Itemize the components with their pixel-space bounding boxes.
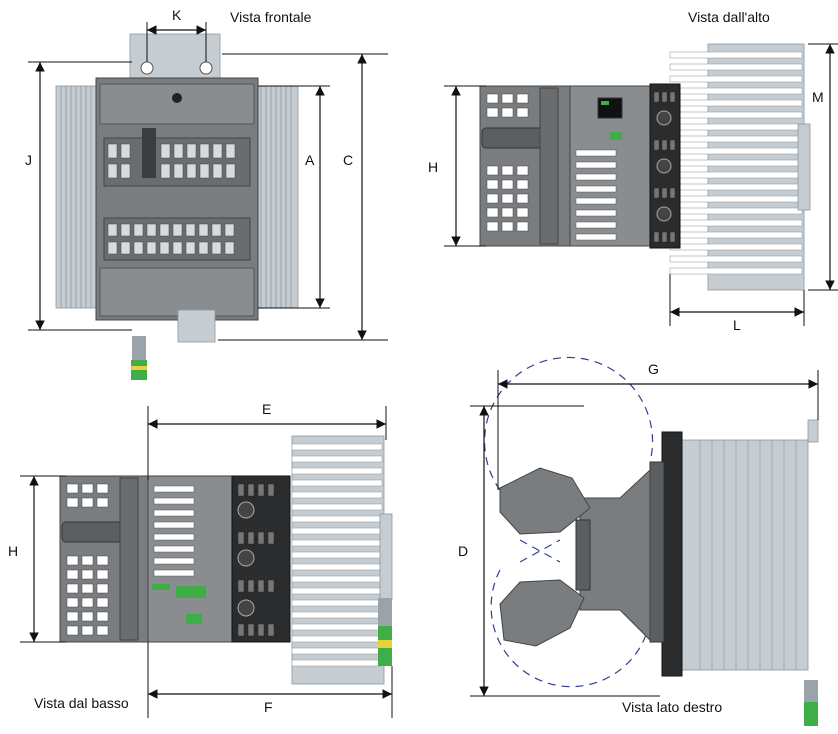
bottom-connector (176, 586, 206, 598)
front-bottom-bracket (177, 309, 216, 343)
front-mount-hole-left (140, 61, 154, 75)
front-view-title: Vista frontale (230, 9, 312, 25)
top-heatsink-fins (669, 51, 803, 275)
right-fan-lower (499, 579, 585, 647)
front-heatsink-right (255, 85, 299, 309)
front-fins-left (60, 86, 92, 308)
bottom-view: E H F Vista dal basso (8, 401, 393, 718)
dim-L-label: L (733, 317, 741, 333)
bottom-view-title: Vista dal basso (34, 695, 129, 711)
dim-D-label: D (458, 543, 468, 559)
bottom-ground-cable (378, 598, 392, 626)
dim-E-label: E (262, 401, 271, 417)
front-lower-slots (103, 217, 251, 261)
front-view: K J A C Vista frontale (25, 7, 388, 380)
bottom-heatsink-base (291, 435, 385, 685)
front-ground-cable (132, 336, 146, 360)
right-side-view: G D Vista lato destro (458, 356, 819, 726)
dim-G-label: G (648, 361, 659, 377)
dim-H-bottom-label: H (8, 543, 18, 559)
dim-H-top-label: H (428, 159, 438, 175)
front-fins-right (260, 86, 292, 308)
dim-F-label: F (264, 699, 273, 715)
right-heatsink (679, 439, 809, 671)
dim-K-label: K (172, 7, 182, 23)
right-ground-cable (804, 680, 818, 702)
right-black-panel (661, 431, 683, 677)
top-view: H M L Vista dall'alto (428, 9, 838, 333)
dim-C-label: C (343, 152, 353, 168)
front-heatsink-left (55, 85, 99, 309)
dim-J-label: J (25, 152, 32, 168)
front-mount-hole-right (199, 61, 213, 75)
front-upper-slots (103, 128, 251, 187)
fan-sweep-upper (483, 356, 654, 491)
right-body (579, 468, 651, 642)
right-fan-upper (499, 467, 591, 535)
dim-A-label: A (305, 152, 315, 168)
top-view-title: Vista dall'alto (688, 9, 770, 25)
dim-M-label: M (812, 89, 824, 105)
bottom-heatsink-fins (291, 443, 383, 667)
right-view-title: Vista lato destro (622, 699, 722, 715)
